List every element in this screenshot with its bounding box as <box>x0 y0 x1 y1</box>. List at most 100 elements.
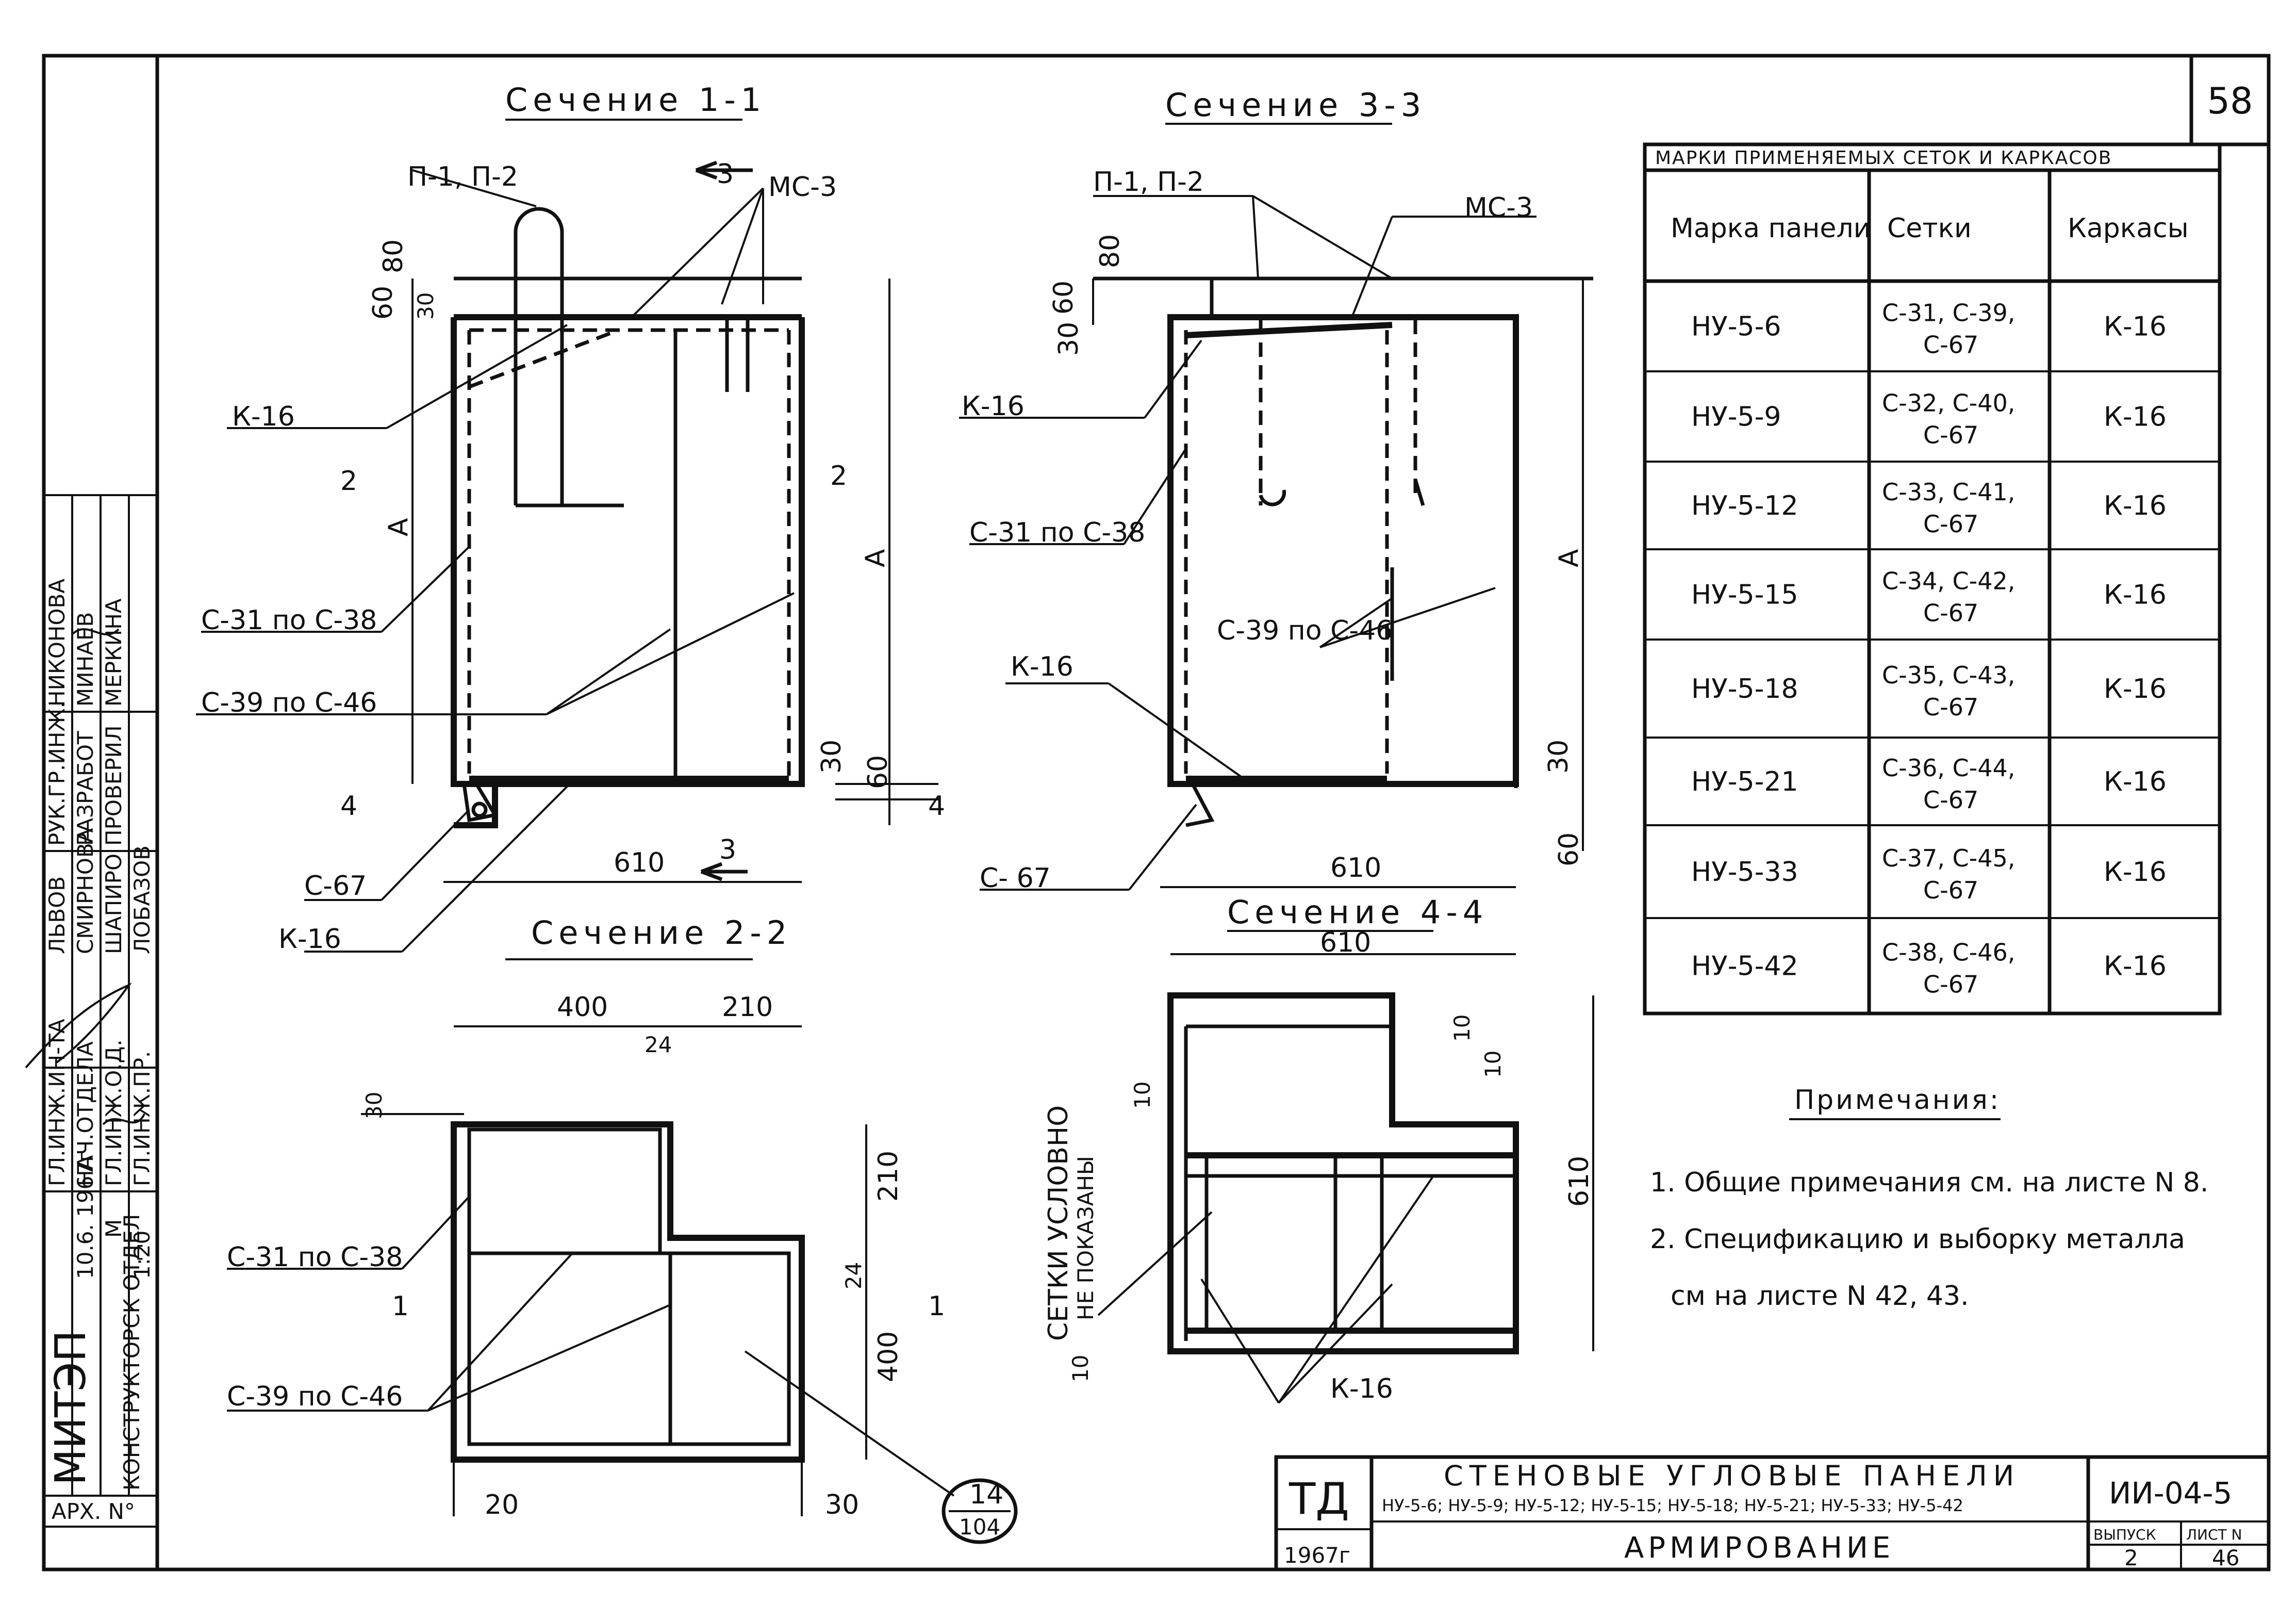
tb-td: ТД <box>1289 1474 1349 1524</box>
s22-label-c31: С-31 по С-38 <box>227 1242 403 1273</box>
note-2: 2. Спецификацию и выборку металла <box>1650 1224 2185 1255</box>
stamp-roles-a-2: ГЛ.ИНЖ.О.Д. <box>101 1039 126 1186</box>
s44-dim-10-a: 10 <box>1130 1082 1155 1109</box>
table-cell-nets-1: С-38, С-46, <box>1882 939 2015 967</box>
s22-callout-bottom: 104 <box>959 1514 1000 1540</box>
s33-dim-60: 60 <box>1048 281 1079 315</box>
tb-issue-label: ВЫПУСК <box>2093 1526 2156 1543</box>
section-1-1-title: Сечение 1-1 <box>505 81 766 119</box>
table-cell-nets-2: С-67 <box>1923 510 1978 538</box>
tb-title: СТЕНОВЫЕ УГЛОВЫЕ ПАНЕЛИ <box>1444 1460 2020 1492</box>
s11-dim-60: 60 <box>368 286 399 320</box>
s22-dim-400: 400 <box>557 992 608 1023</box>
section-3-3: Сечение 3-3 П-1, П-2 МС-3 К-16 С <box>959 86 1593 894</box>
s44-dim-10-d: 10 <box>1068 1355 1093 1382</box>
s11-dim-30: 30 <box>413 292 438 320</box>
stamp-date: 10.6. 1967г <box>73 1151 98 1279</box>
table-cell-panel: НУ-5-12 <box>1691 490 1798 521</box>
stamp-roles-b-1: РАЗРАБОТ <box>73 731 98 846</box>
s44-note-line-2: НЕ ПОКАЗАНЫ <box>1073 1156 1098 1320</box>
table-title: МАРКИ ПРИМЕНЯЕМЫХ СЕТОК И КАРКАСОВ <box>1655 148 2112 169</box>
section-1-1: Сечение 1-1 <box>196 81 945 955</box>
table-cell-nets-1: С-34, С-42, <box>1882 567 2015 595</box>
s33-label-mc3: МС-3 <box>1464 192 1533 223</box>
stamp-names-b-2: МЕРКИНА <box>101 598 126 707</box>
s11-label-k16-top: К-16 <box>232 401 295 432</box>
s11-mark-3-bottom: 3 <box>719 834 736 865</box>
stamp-names-b: НИКОНОВА <box>44 579 70 707</box>
s22-mark-1-left: 1 <box>392 1291 409 1322</box>
table-cell-nets-2: С-67 <box>1923 971 1978 999</box>
s22-dim-30: 30 <box>361 1092 387 1119</box>
table-cell-panel: НУ-5-18 <box>1691 674 1798 705</box>
outer-frame <box>42 54 2271 1572</box>
s33-dim-60b: 60 <box>1554 832 1584 866</box>
tb-code: ИИ-04-5 <box>2109 1476 2232 1511</box>
s22-dim-24b: 24 <box>841 1262 866 1289</box>
s22-label-c39: С-39 по С-46 <box>227 1381 403 1412</box>
table-cell-nets-2: С-67 <box>1923 693 1978 721</box>
s33-label-k16-top: К-16 <box>962 391 1025 422</box>
section-2-2-title: Сечение 2-2 <box>531 914 792 952</box>
s33-dim-30: 30 <box>1053 322 1084 356</box>
tb-year: 1967г <box>1284 1543 1350 1568</box>
table-cell-panel: НУ-5-9 <box>1691 402 1781 433</box>
table-cell-nets-2: С-67 <box>1923 786 1978 814</box>
table-cell-frames: К-16 <box>2104 402 2167 433</box>
table-cell-nets-1: С-37, С-45, <box>1882 844 2015 872</box>
s11-label-k16-bottom: К-16 <box>278 924 341 955</box>
notes-title: Примечания: <box>1794 1085 2001 1116</box>
tb-sheet: 46 <box>2212 1545 2239 1570</box>
s11-dim-80: 80 <box>378 239 409 273</box>
s11-dim-a-right: А <box>860 549 891 567</box>
s22-mark-1-right: 1 <box>928 1291 945 1322</box>
section-2-2: Сечение 2-2 С-31 по С-38 С-39 по С-46 40… <box>227 914 1018 1544</box>
table-cell-panel: НУ-5-21 <box>1691 766 1798 797</box>
s11-dim-60b: 60 <box>863 755 894 789</box>
table-cell-nets-1: С-36, С-44, <box>1882 754 2015 782</box>
s33-label-k16-mid: К-16 <box>1011 651 1073 682</box>
table-cell-frames: К-16 <box>2104 490 2167 521</box>
s11-dim-610: 610 <box>614 847 665 878</box>
stamp-roles-a-0: ГЛ.ИНЖ.ИН-ТА <box>44 1019 70 1186</box>
stamp-scale: 1:20 <box>129 1231 155 1279</box>
table-cell-frames: К-16 <box>2104 857 2167 888</box>
table-cell-nets-1: С-33, С-41, <box>1882 478 2015 506</box>
table-header-nets: Сетки <box>1887 213 1972 244</box>
s22-dim-20: 20 <box>485 1490 519 1520</box>
s22-callout-top: 14 <box>969 1479 1003 1510</box>
stamp-arch-no: АРХ. N° <box>52 1499 135 1524</box>
s33-label-c39: С-39 по С-46 <box>1217 615 1393 646</box>
stamp-roles-a-1: НАЧ.ОТДЕЛА <box>73 1041 98 1186</box>
table-cell-panel: НУ-5-15 <box>1691 580 1798 611</box>
stamp-roles-b-0: РУК.ГР.ИНЖ. <box>44 701 70 846</box>
tb-subtitle: НУ-5-6; НУ-5-9; НУ-5-12; НУ-5-15; НУ-5-1… <box>1382 1496 1963 1515</box>
title-block: ТД 1967г СТЕНОВЫЕ УГЛОВЫЕ ПАНЕЛИ НУ-5-6;… <box>1274 1455 2271 1572</box>
s33-label-c31: С-31 по С-38 <box>969 517 1145 548</box>
side-stamp: НИКОНОВА МИНАЕВ МЕРКИНА РУК.ГР.ИНЖ. РАЗР… <box>25 494 157 1528</box>
table-cell-panel: НУ-5-42 <box>1691 951 1798 982</box>
stamp-scale-label: М <box>101 1219 126 1238</box>
section-4-4-title: Сечение 4-4 <box>1227 893 1488 931</box>
s11-label-p1p2: П-1, П-2 <box>407 161 518 192</box>
stamp-names-a-3: ЛОБАЗОВ <box>129 845 155 954</box>
s44-note-line-1: СЕТКИ УСЛОВНО <box>1043 1105 1074 1341</box>
s33-dim-a: А <box>1554 549 1584 567</box>
s33-dim-80: 80 <box>1095 234 1126 268</box>
table-cell-frames: К-16 <box>2104 312 2167 342</box>
s22-dim-210b: 210 <box>873 1151 904 1202</box>
stamp-dept: КОНСТРУКТОРСК ОТДЕЛ <box>119 1214 144 1491</box>
sheet-number: 58 <box>2207 80 2253 122</box>
s33-dim-30b: 30 <box>1543 740 1574 774</box>
marks-table: МАРКИ ПРИМЕНЯЕМЫХ СЕТОК И КАРКАСОВ Марка… <box>1643 142 2222 1016</box>
stamp-roles-b-2: ПРОВЕРИЛ <box>101 725 126 846</box>
s11-label-c31: С-31 по С-38 <box>201 605 377 636</box>
table-cell-frames: К-16 <box>2104 580 2167 611</box>
table-cell-panel: НУ-5-33 <box>1691 857 1798 888</box>
section-4-4: Сечение 4-4 СЕТКИ УСЛОВНО НЕ ПОКАЗАНЫ К-… <box>1043 893 1595 1404</box>
s11-mark-4-right: 4 <box>928 791 945 822</box>
s11-mark-2-left: 2 <box>340 466 357 497</box>
signature-scribble <box>25 628 145 1125</box>
